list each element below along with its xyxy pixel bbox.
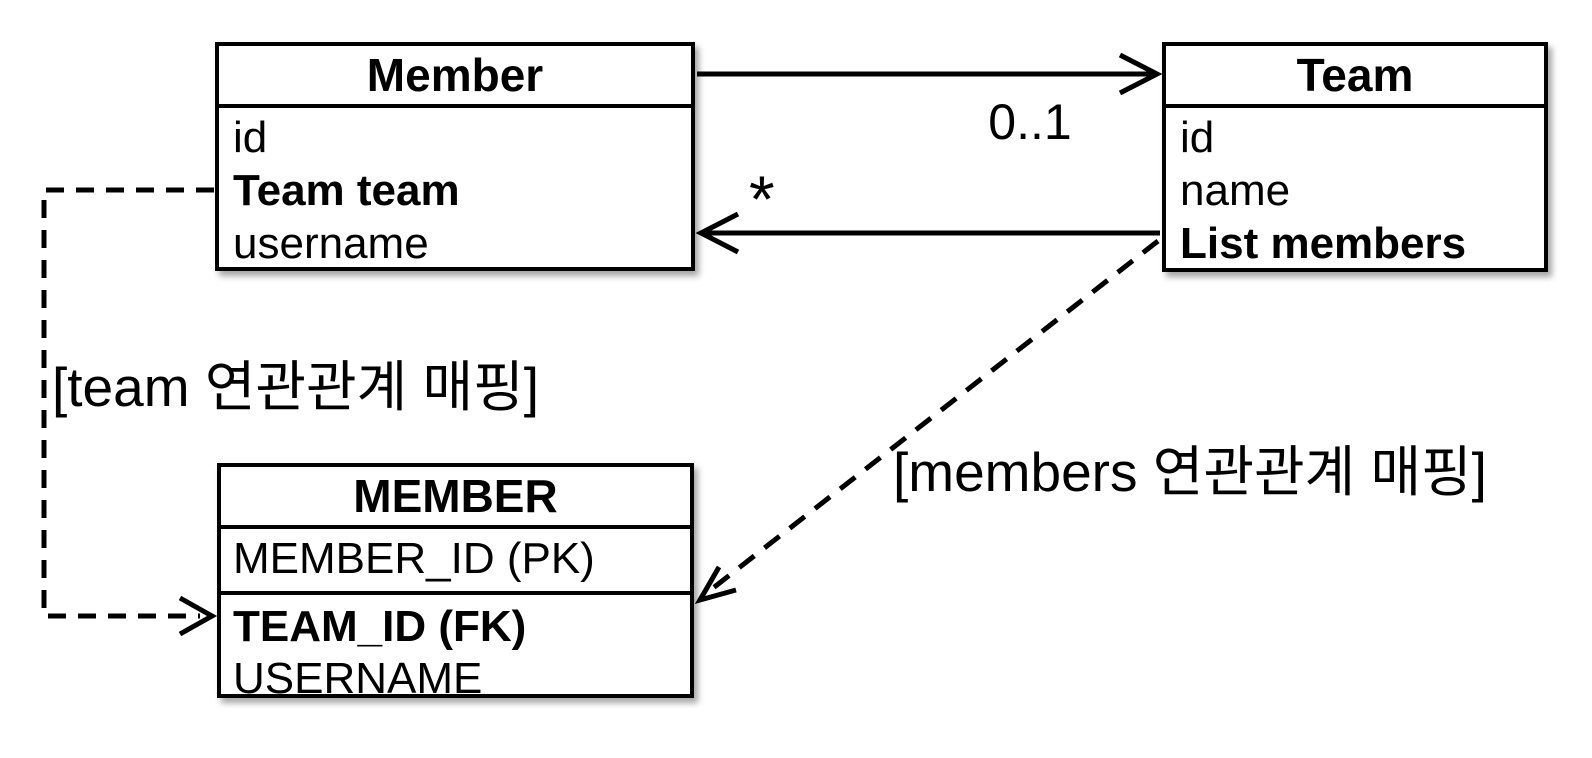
members-mapping-annotation: [members 연관관계 매핑]	[893, 441, 1487, 503]
multiplicity-many: *	[749, 162, 775, 236]
entity-member: Member id Team team username	[215, 42, 695, 271]
multiplicity-zero-to-one: 0..1	[988, 94, 1072, 150]
team-attr-members: List members	[1180, 219, 1467, 268]
entity-member-title: Member	[219, 46, 691, 108]
members-field-mapping-arrow	[694, 239, 1160, 605]
table-member-username-row: USERNAME	[233, 654, 483, 703]
table-member-fk-row: TEAM_ID (FK)	[233, 602, 527, 651]
entity-team-attributes: id name List members	[1166, 108, 1544, 270]
table-member-fk-section: TEAM_ID (FK) USERNAME	[221, 595, 690, 705]
member-attr-team: Team team	[233, 166, 460, 215]
member-attr-id: id	[233, 113, 268, 162]
table-member: MEMBER MEMBER_ID (PK) TEAM_ID (FK) USERN…	[217, 463, 694, 703]
entity-team: Team id name List members	[1162, 42, 1548, 272]
entity-team-title: Team	[1166, 46, 1544, 108]
team-attr-name: name	[1180, 166, 1291, 215]
member-to-team-arrow	[697, 52, 1163, 96]
team-mapping-annotation: [team 연관관계 매핑]	[52, 356, 539, 418]
table-member-title: MEMBER	[221, 467, 690, 529]
team-attr-id: id	[1180, 113, 1215, 162]
member-attr-username: username	[233, 219, 429, 268]
table-member-pk-row: MEMBER_ID (PK)	[221, 529, 690, 595]
entity-member-attributes: id Team team username	[219, 108, 691, 270]
